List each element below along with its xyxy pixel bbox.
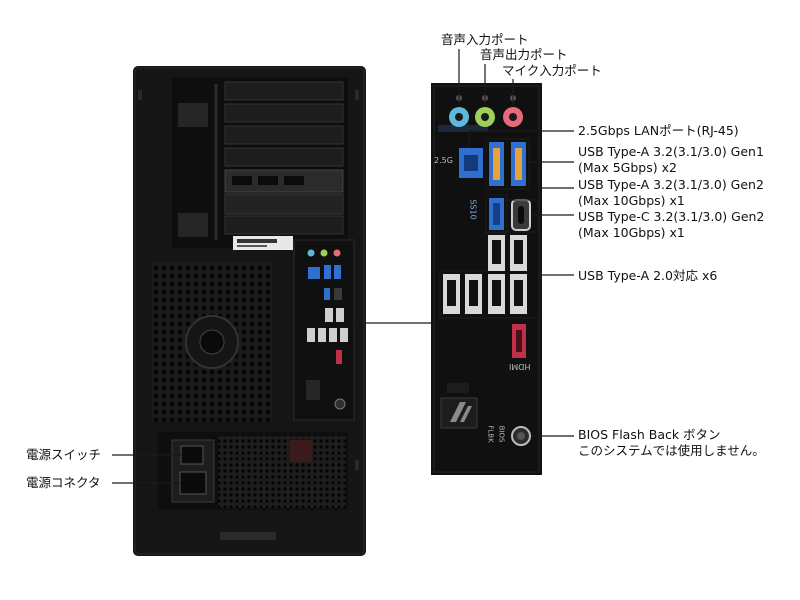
label-power-connector: 電源コネクタ bbox=[26, 475, 101, 490]
audio-jacks bbox=[449, 95, 523, 127]
usb-c-port bbox=[511, 199, 531, 231]
hdmi-port bbox=[512, 324, 526, 358]
usb-gen2-a-port bbox=[489, 198, 504, 230]
bios-btn-mark-1: BIOS bbox=[497, 425, 506, 443]
bios-btn-mark-2: FLBK bbox=[486, 425, 495, 443]
label-bios-2: このシステムでは使用しません。 bbox=[578, 443, 765, 458]
io-shield-small bbox=[293, 239, 355, 421]
lan-port bbox=[459, 148, 483, 178]
label-usb-gen1-2: (Max 5Gbps) x2 bbox=[578, 160, 677, 175]
label-usb-20: USB Type-A 2.0対応 x6 bbox=[578, 268, 718, 283]
hdmi-mark: HDMI bbox=[509, 362, 531, 371]
label-mic-in: マイク入力ポート bbox=[502, 63, 602, 78]
label-usb-gen2a-1: USB Type-A 3.2(3.1/3.0) Gen2 bbox=[578, 177, 764, 192]
callout-lines bbox=[112, 49, 574, 484]
label-audio-in: 音声入力ポート bbox=[441, 32, 529, 47]
label-bios-1: BIOS Flash Back ボタン bbox=[578, 427, 721, 442]
barcode-sticker bbox=[233, 236, 293, 250]
usb-20-ports bbox=[443, 235, 527, 314]
brand-logo-plate bbox=[440, 383, 478, 429]
bios-flashback-button bbox=[511, 426, 531, 446]
label-lan: 2.5Gbps LANポート(RJ-45) bbox=[578, 123, 739, 138]
label-usb-gen2c-1: USB Type-C 3.2(3.1/3.0) Gen2 bbox=[578, 209, 765, 224]
rear-fan-grille bbox=[152, 262, 272, 422]
ss10-mark: SS10 bbox=[468, 199, 478, 220]
lan-speed-mark: 2.5G bbox=[434, 156, 453, 165]
expansion-slots bbox=[172, 78, 348, 248]
label-usb-gen2a-2: (Max 10Gbps) x1 bbox=[578, 193, 685, 208]
label-audio-out: 音声出力ポート bbox=[480, 47, 568, 62]
psu-area bbox=[158, 432, 348, 540]
label-usb-gen2c-2: (Max 10Gbps) x1 bbox=[578, 225, 685, 240]
label-usb-gen1-1: USB Type-A 3.2(3.1/3.0) Gen1 bbox=[578, 144, 764, 159]
usb-gen1-ports bbox=[489, 142, 526, 186]
label-power-switch: 電源スイッチ bbox=[26, 447, 102, 462]
